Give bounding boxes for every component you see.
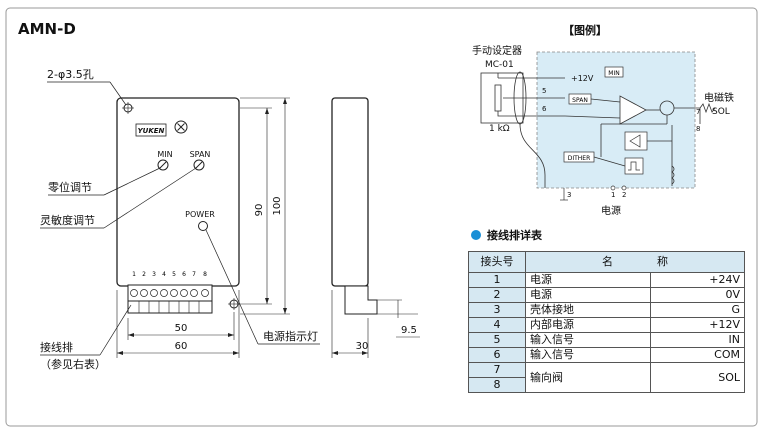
dim-90: 90 bbox=[254, 204, 265, 217]
pin-8: 8 bbox=[696, 125, 700, 133]
terminal-table: 接头号 名 称 1 电源 +24V 2 电源 0V 3 壳体接地 G 4 内部电… bbox=[468, 251, 745, 393]
col-name-header: 名 称 bbox=[525, 251, 745, 273]
power-lamp-label: 电源指示灯 bbox=[263, 329, 318, 343]
zero-adjust-label: 零位调节 bbox=[48, 180, 92, 194]
diode bbox=[624, 131, 648, 151]
svg-text:8: 8 bbox=[203, 271, 207, 278]
outer-frame bbox=[5, 7, 758, 427]
pin-5: 5 bbox=[542, 87, 546, 95]
table-row: 7 输向阀 SOL bbox=[468, 362, 745, 393]
svg-text:7: 7 bbox=[192, 271, 196, 278]
table-row: 3 壳体接地 G bbox=[468, 302, 745, 318]
min-box: MIN bbox=[608, 70, 619, 77]
table-title-bullet bbox=[471, 230, 481, 240]
dim-60: 60 bbox=[175, 341, 188, 352]
svg-text:4: 4 bbox=[162, 271, 166, 278]
side-terminal bbox=[344, 285, 378, 315]
svg-text:2: 2 bbox=[142, 271, 146, 278]
table-row: 2 电源 0V bbox=[468, 287, 745, 303]
svg-text:5: 5 bbox=[172, 271, 176, 278]
power-cn-label: 电源 bbox=[601, 204, 621, 217]
terminal-strip-label: 接线排 bbox=[40, 340, 73, 354]
table-row: 4 内部电源 +12V bbox=[468, 317, 745, 333]
table-row: 8 bbox=[468, 377, 745, 393]
pot-value: 1 kΩ bbox=[489, 124, 510, 134]
table-title: 接线排详表 bbox=[487, 228, 543, 242]
col-no-header: 接头号 bbox=[468, 251, 526, 273]
diagram-header: 【图例】 bbox=[563, 23, 607, 37]
pin-2: 2 bbox=[622, 191, 626, 199]
mc-model-label: MC-01 bbox=[485, 60, 514, 70]
sensitivity-adjust-label: 灵敏度调节 bbox=[40, 213, 95, 227]
pin-7: 7 bbox=[696, 108, 700, 116]
solenoid-cn-label: 电磁铁 bbox=[704, 91, 734, 104]
terminal-number-row: 1 2 3 4 5 6 7 8 bbox=[132, 271, 207, 278]
pin-3: 3 bbox=[567, 191, 571, 199]
plus-12v: +12V bbox=[571, 74, 594, 83]
manual-setter-label: 手动设定器 bbox=[472, 44, 522, 57]
dither-box: DITHER bbox=[568, 155, 591, 162]
front-view: YUKEN MIN SPAN POWER 1 2 3 4 5 6 7 8 bbox=[40, 68, 320, 371]
brand-logo bbox=[135, 123, 167, 137]
pin-6: 6 bbox=[542, 105, 547, 113]
dim-9-5: 9.5 bbox=[401, 325, 417, 336]
amplifier bbox=[619, 95, 647, 125]
table-header: 接头号 名 称 bbox=[468, 251, 745, 273]
min-label: MIN bbox=[157, 150, 172, 159]
pin-1: 1 bbox=[611, 191, 615, 199]
span-box: SPAN bbox=[572, 97, 588, 104]
svg-text:3: 3 bbox=[152, 271, 156, 278]
model-title: AMN-D bbox=[18, 20, 76, 38]
table-row: 6 输入信号 COM bbox=[468, 347, 745, 363]
power-lamp bbox=[198, 221, 208, 231]
pulse-generator bbox=[624, 157, 644, 175]
dim-30: 30 bbox=[356, 341, 369, 352]
side-body bbox=[331, 97, 369, 287]
sol-label: SOL bbox=[712, 107, 730, 117]
terminal-block bbox=[127, 284, 213, 314]
dim-50: 50 bbox=[175, 323, 188, 334]
table-row: 5 输入信号 IN bbox=[468, 332, 745, 348]
table-row: 1 电源 +24V bbox=[468, 272, 745, 288]
svg-text:YUKEN: YUKEN bbox=[138, 127, 165, 135]
span-label: SPAN bbox=[190, 150, 211, 159]
see-right-table-label: （参见右表） bbox=[40, 357, 106, 371]
svg-text:1: 1 bbox=[132, 271, 136, 278]
dim-100: 100 bbox=[272, 196, 283, 215]
side-view: 9.5 30 bbox=[331, 97, 420, 358]
svg-text:6: 6 bbox=[182, 271, 186, 278]
power-label: POWER bbox=[185, 210, 215, 219]
hole-label: 2-φ3.5孔 bbox=[47, 68, 94, 81]
wiring-schematic: 手动设定器 MC-01 1 kΩ +12V MIN SPAN 5 6 bbox=[472, 44, 734, 217]
